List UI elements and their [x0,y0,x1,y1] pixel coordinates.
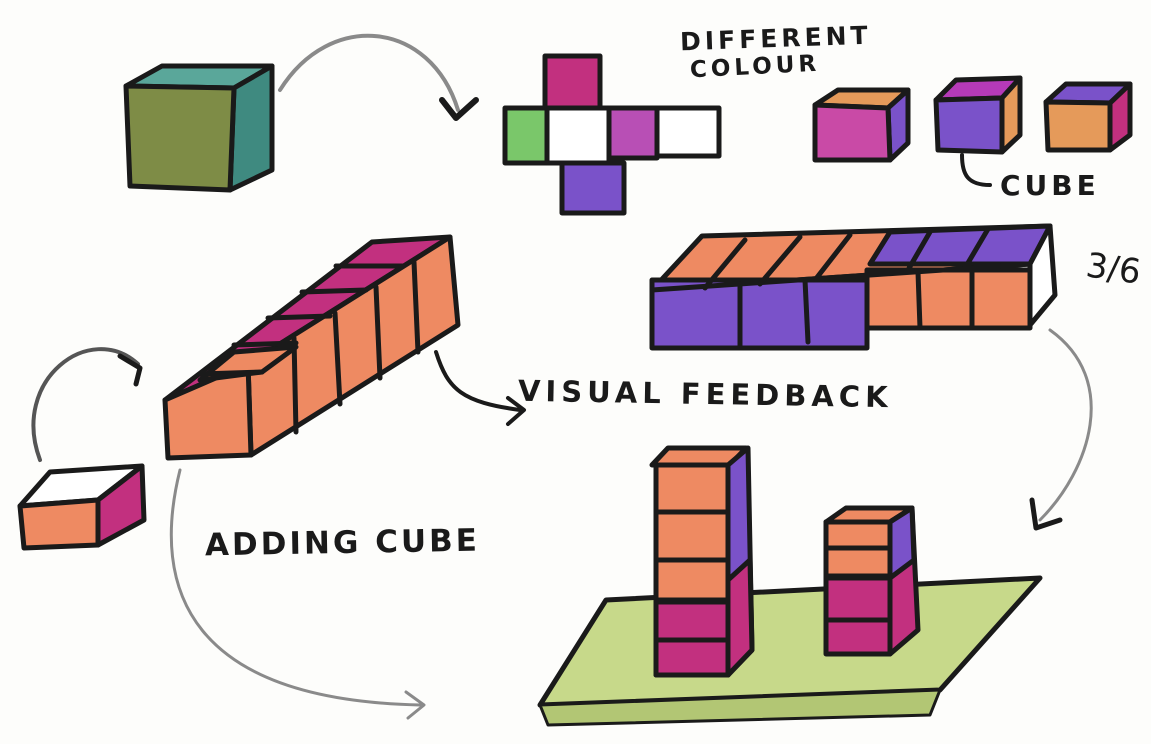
arrow-to-tower [1038,328,1093,522]
label-fraction: 3/6 [1083,245,1144,293]
arrow-loop [31,347,140,462]
arrowhead-loop [117,353,143,387]
label-adding-cube: ADDING CUBE [204,522,481,564]
fraction-bar [649,223,1058,351]
cube-net [502,53,722,216]
source-cube [123,63,275,193]
arrow-bottom [169,468,422,707]
label-different: DIFFERENT [679,20,873,57]
label-visual-feedback: VISUAL FEEDBACK [517,373,893,415]
arrowhead-feedback [506,396,526,426]
arrowhead-tower [1029,497,1063,531]
small-cube-3 [1043,81,1133,153]
arrow-cube [960,153,992,187]
tall-tower [649,445,755,678]
long-cube-bar [162,234,461,461]
adding-cube [17,463,147,551]
arrow-to-net [278,33,460,112]
arrowhead-bottom [404,690,426,720]
small-cube-2 [933,75,1023,155]
short-tower [823,505,921,657]
tower-base [537,575,1043,727]
small-cube-1 [812,87,911,163]
label-cube: CUBE [1000,169,1100,202]
arrowhead-net [439,97,479,121]
arrow-feedback [434,350,522,412]
